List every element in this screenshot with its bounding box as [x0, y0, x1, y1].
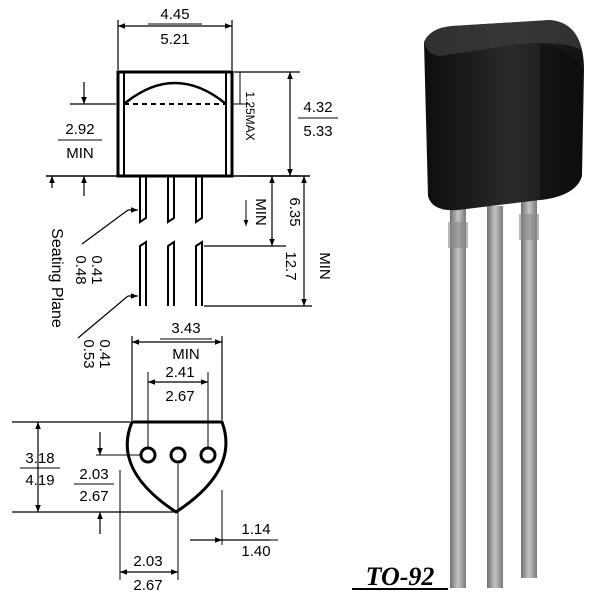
lead-width-a-max: 0.48 [72, 255, 89, 284]
package-name: TO-92 [366, 562, 435, 591]
edge-clear-max: 1.40 [241, 543, 270, 560]
body-height-min: 4.32 [303, 99, 332, 116]
pin-span-max: 2.67 [133, 577, 162, 594]
lead-width-a-min: 0.41 [88, 255, 105, 284]
body-outline [116, 70, 234, 178]
pin-pitch-min: 2.41 [165, 364, 194, 381]
dome-height-max: 1.25MAX [243, 91, 257, 140]
lead-length-label: MIN [316, 252, 333, 280]
seating-plane-label: Seating Plane [48, 228, 65, 328]
pin-span-min: 2.03 [133, 553, 162, 570]
lower-leads [139, 240, 203, 306]
lead-gap-min: 6.35 [286, 197, 303, 226]
depth-max: 4.19 [25, 472, 54, 489]
lead-length-min: 12.7 [282, 251, 299, 280]
lead-gap-label: MIN [252, 198, 269, 226]
lead-width-b-min: 0.41 [96, 339, 113, 368]
lead-right [521, 196, 537, 578]
pin-hole-2 [169, 446, 187, 464]
body-width-max: 5.21 [160, 31, 189, 48]
flat-to-pin-max: 2.67 [79, 488, 108, 505]
lead-center [487, 206, 503, 588]
body-height-max: 5.33 [303, 123, 332, 140]
flat-offset-label: MIN [66, 145, 94, 162]
bottom-width-label: MIN [172, 346, 200, 363]
side-view [46, 20, 312, 339]
flat-to-pin-min: 2.03 [79, 466, 108, 483]
bottom-width-min: 3.43 [171, 320, 200, 337]
bottom-outline [125, 420, 228, 514]
lead-left [450, 206, 466, 588]
dome-outline [123, 81, 227, 105]
pin-pitch-max: 2.67 [165, 388, 194, 405]
depth-min: 3.18 [25, 450, 54, 467]
flat-offset-min: 2.92 [65, 121, 94, 138]
to92-photo [424, 20, 584, 588]
edge-clear-min: 1.14 [241, 521, 270, 538]
body-width-min: 4.45 [160, 6, 189, 23]
lead-width-b-max: 0.53 [80, 339, 97, 368]
upper-leads [139, 176, 203, 224]
